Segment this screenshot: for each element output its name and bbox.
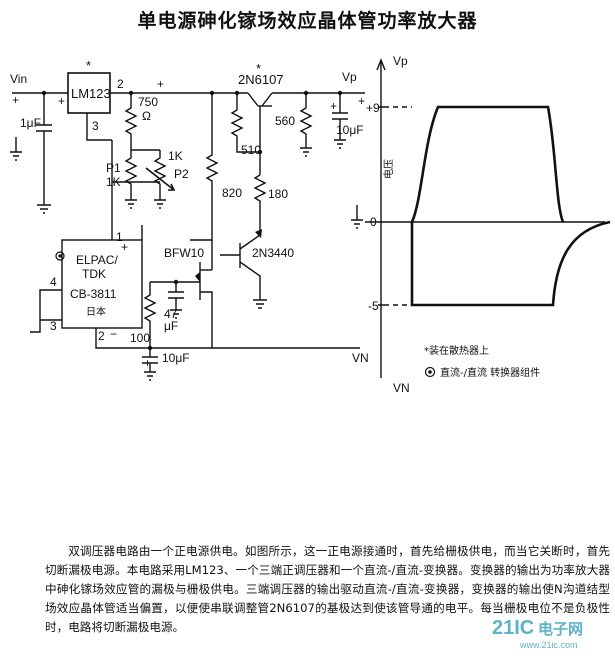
- cap-10uf-bottom-label: 10μF: [162, 351, 190, 365]
- module-marker-icon: [55, 251, 65, 261]
- vp-plus: +: [358, 94, 365, 108]
- vin-label: Vin: [10, 72, 27, 86]
- p2-label: P2: [174, 167, 189, 181]
- r820-label: 820: [222, 186, 242, 200]
- conv-pin1: 1: [116, 230, 123, 244]
- q1-label: 2N6107: [238, 72, 284, 87]
- r100-label: 100: [130, 331, 150, 345]
- lm123-pin3: 3: [92, 119, 99, 133]
- conv-pin2: 2: [98, 329, 105, 343]
- conv-pin3: 3: [50, 319, 57, 333]
- chart-y-top: Vp: [393, 54, 408, 68]
- p2-value: 1K: [168, 149, 183, 163]
- watermark-logo: 21IC 电子网 www.21ic.com: [492, 617, 583, 650]
- r180-label: 180: [268, 187, 288, 201]
- r560-label: 560: [275, 114, 295, 128]
- p1-value: 1K: [106, 175, 121, 189]
- p1-label: P1: [106, 161, 121, 175]
- circuit-diagram: Vin + 1μF + LM123 * 2 3 + 750 Ω P1 1K 1K…: [10, 54, 611, 395]
- module-marker-icon: [424, 366, 436, 378]
- tick-plus9: +9: [366, 101, 380, 115]
- watermark-brand: 21IC: [492, 617, 534, 639]
- r47-label: 47: [164, 307, 178, 321]
- description: 双调压器电路由一个正电源供电。如图所示，这一正电源接通时，首先给栅极供电，而当它…: [45, 542, 610, 637]
- q2-label: 2N3440: [252, 246, 294, 260]
- cap-top-plus: +: [330, 99, 337, 113]
- lm123-pin2: 2: [117, 77, 124, 91]
- conv-pin4: 4: [50, 275, 57, 289]
- q1-star: *: [256, 61, 261, 76]
- lm123-star: *: [86, 58, 91, 73]
- legend-note-heatsink: *装在散热器上: [424, 344, 489, 357]
- vn-label: VN: [352, 351, 369, 365]
- rail-plus: +: [157, 77, 164, 91]
- conv-plus: +: [121, 240, 128, 254]
- cap-1uf-label: 1μF: [20, 116, 41, 130]
- lm123-label: LM123: [71, 86, 111, 101]
- bfw10-label: BFW10: [164, 246, 204, 260]
- cap-bottom-plus: +: [144, 356, 151, 370]
- cap-10uf-top-label: 10μF: [336, 123, 364, 137]
- gate-voltage-curve: [410, 220, 611, 307]
- r750-ohm: Ω: [142, 109, 151, 123]
- tick-0: 0: [370, 215, 377, 229]
- r510-label: 510: [241, 143, 261, 157]
- drain-voltage-curve: [410, 105, 565, 223]
- tick-minus5: -5: [368, 299, 379, 313]
- conv-line1: ELPAC/: [76, 253, 118, 267]
- lm123-regulator: [67, 72, 111, 114]
- conv-line4: 日本: [86, 305, 106, 318]
- description-text: 双调压器电路由一个正电源供电。如图所示，这一正电源接通时，首先给栅极供电，而当它…: [45, 544, 610, 634]
- conv-line2: TDK: [82, 267, 106, 281]
- conv-minus: −: [110, 327, 117, 341]
- page-title: 单电源砷化镓场效应晶体管功率放大器: [137, 10, 478, 32]
- watermark-cn: 电子网: [538, 620, 583, 638]
- watermark-url: www.21ic.com: [519, 640, 578, 650]
- vp-label: Vp: [342, 70, 357, 84]
- cap-plus: +: [58, 94, 65, 108]
- r47-unit: μF: [164, 319, 178, 333]
- r750-label: 750: [138, 95, 158, 109]
- legend-note-converter: 直流-/直流 转换器组件: [440, 366, 540, 379]
- waveform-chart: Vp VN +9 0 -5 电压: [365, 54, 611, 395]
- vin-plus: +: [12, 93, 19, 107]
- chart-ylabel: 电压: [382, 159, 395, 179]
- conv-line3: CB-3811: [70, 287, 117, 301]
- chart-y-bottom: VN: [393, 381, 410, 395]
